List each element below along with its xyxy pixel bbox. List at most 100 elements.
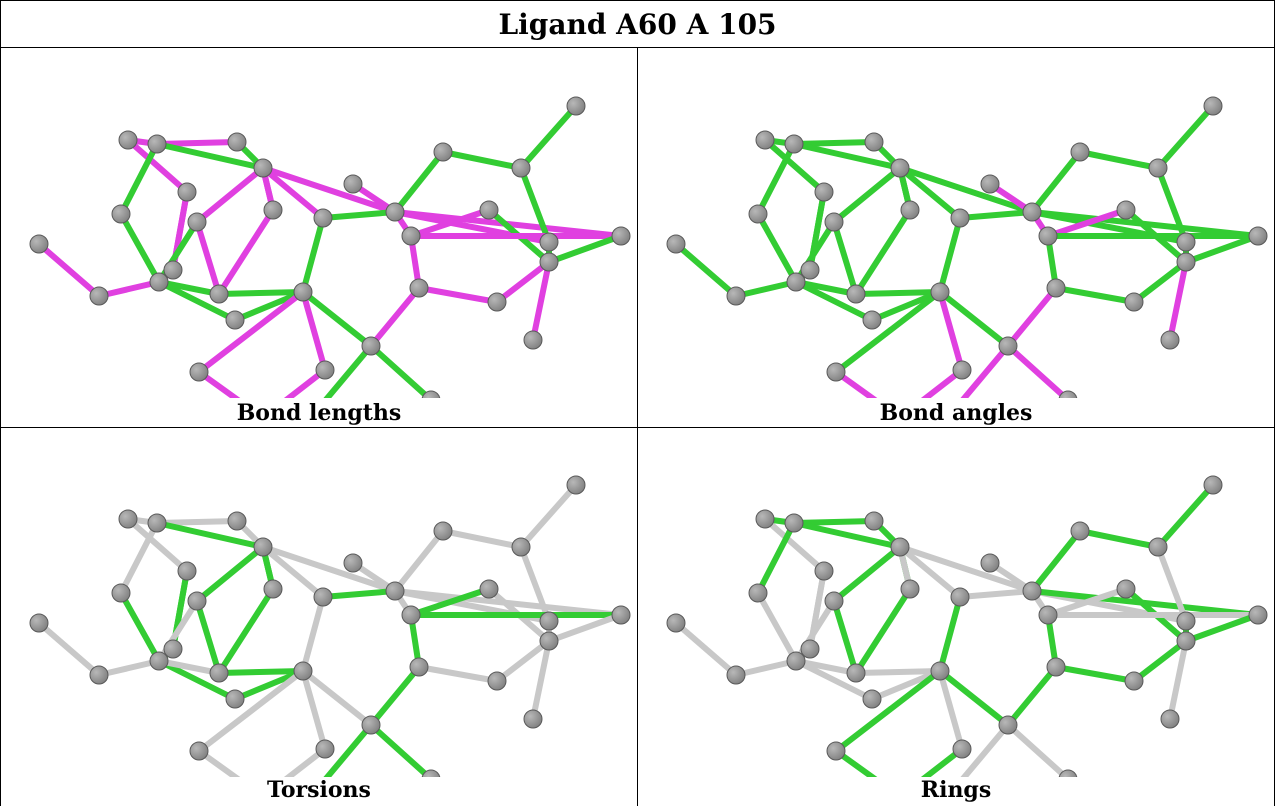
atom xyxy=(786,651,806,671)
atom xyxy=(1176,252,1196,272)
atom xyxy=(343,174,363,194)
bond xyxy=(853,289,943,297)
bond xyxy=(118,520,160,596)
bond xyxy=(156,279,238,323)
atom xyxy=(1248,605,1268,625)
atom xyxy=(1022,581,1042,601)
bond xyxy=(1183,233,1261,265)
atom xyxy=(163,260,183,280)
atom xyxy=(1176,631,1196,651)
bond xyxy=(194,544,266,604)
atom xyxy=(385,202,405,222)
bond xyxy=(957,209,1035,221)
bond xyxy=(36,620,102,678)
bond xyxy=(1029,149,1083,215)
bond xyxy=(368,722,434,777)
bond xyxy=(494,638,552,684)
bond xyxy=(196,289,306,375)
bond xyxy=(494,259,552,305)
bond xyxy=(831,598,859,676)
atom xyxy=(111,204,131,224)
bond xyxy=(1005,722,1071,777)
atom xyxy=(177,182,197,202)
atom xyxy=(1124,292,1144,312)
atom xyxy=(1116,579,1136,599)
panel-caption-rings: Rings xyxy=(920,777,992,803)
bond xyxy=(793,279,875,323)
bond xyxy=(1155,103,1216,171)
bond xyxy=(125,137,190,195)
atom xyxy=(313,587,333,607)
atom xyxy=(748,583,768,603)
atom xyxy=(890,158,910,178)
atom xyxy=(980,553,1000,573)
bond xyxy=(518,544,552,624)
atom xyxy=(826,362,846,382)
atom xyxy=(539,252,559,272)
atom xyxy=(163,639,183,659)
bond xyxy=(831,544,903,604)
atom xyxy=(998,715,1018,735)
atom xyxy=(952,739,972,759)
bond xyxy=(920,367,965,398)
bond xyxy=(260,544,326,600)
atom xyxy=(539,611,559,631)
atom xyxy=(726,665,746,685)
atom xyxy=(666,234,686,254)
bond xyxy=(232,289,306,323)
molecule-torsions xyxy=(29,475,631,777)
atom xyxy=(401,226,421,246)
molecule-rings xyxy=(666,475,1268,777)
panel-caption-torsions: Torsions xyxy=(267,777,371,803)
atom xyxy=(950,208,970,228)
atom xyxy=(433,521,453,541)
bond xyxy=(1155,544,1189,624)
bond xyxy=(368,343,434,398)
atom xyxy=(433,142,453,162)
bond xyxy=(194,598,222,676)
atom xyxy=(952,360,972,380)
bond xyxy=(323,343,374,398)
bond xyxy=(1005,285,1059,349)
atom xyxy=(900,200,920,220)
atom xyxy=(1022,202,1042,222)
bond xyxy=(869,289,943,323)
bond xyxy=(1045,586,1129,618)
bond xyxy=(300,289,328,373)
bond xyxy=(196,369,241,398)
bond xyxy=(937,668,965,752)
atom xyxy=(1203,475,1223,495)
panel-rings: Rings xyxy=(637,427,1275,806)
atom xyxy=(253,537,273,557)
atom xyxy=(800,639,820,659)
bond xyxy=(546,233,624,265)
bond xyxy=(897,544,1035,594)
bond xyxy=(937,215,963,295)
bond xyxy=(194,165,266,225)
atom xyxy=(611,226,631,246)
bond xyxy=(154,520,266,550)
atom xyxy=(846,663,866,683)
panel-bond-lengths: Bond lengths xyxy=(0,48,638,428)
atom xyxy=(784,513,804,533)
atom xyxy=(980,174,1000,194)
atom xyxy=(227,132,247,152)
atom xyxy=(361,715,381,735)
bond xyxy=(869,668,943,702)
atom xyxy=(1070,521,1090,541)
bond xyxy=(300,289,374,349)
bond xyxy=(440,528,524,550)
atom xyxy=(479,200,499,220)
bond xyxy=(1029,528,1083,594)
atom xyxy=(189,362,209,382)
panel-bond-angles: Bond angles xyxy=(637,48,1275,428)
bond xyxy=(154,141,266,171)
bond xyxy=(216,668,306,676)
atom xyxy=(539,631,559,651)
atom xyxy=(409,657,429,677)
bond xyxy=(897,165,1035,215)
atom xyxy=(511,158,531,178)
atom xyxy=(401,605,421,625)
atom xyxy=(315,739,335,759)
atom xyxy=(1148,158,1168,178)
